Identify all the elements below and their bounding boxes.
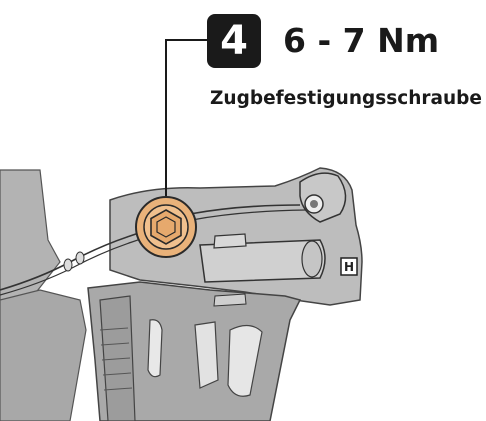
leader-line <box>165 39 207 225</box>
step-number-badge: 4 <box>207 14 261 68</box>
torque-value: 6 - 7 Nm <box>283 21 440 60</box>
letter-h-icon: H <box>340 257 358 276</box>
hex-bolt-icon <box>135 196 197 258</box>
brake-cable <box>0 204 307 296</box>
part-name-label: Zugbefestigungsschraube <box>210 88 482 109</box>
marker-letter: H <box>344 260 354 274</box>
